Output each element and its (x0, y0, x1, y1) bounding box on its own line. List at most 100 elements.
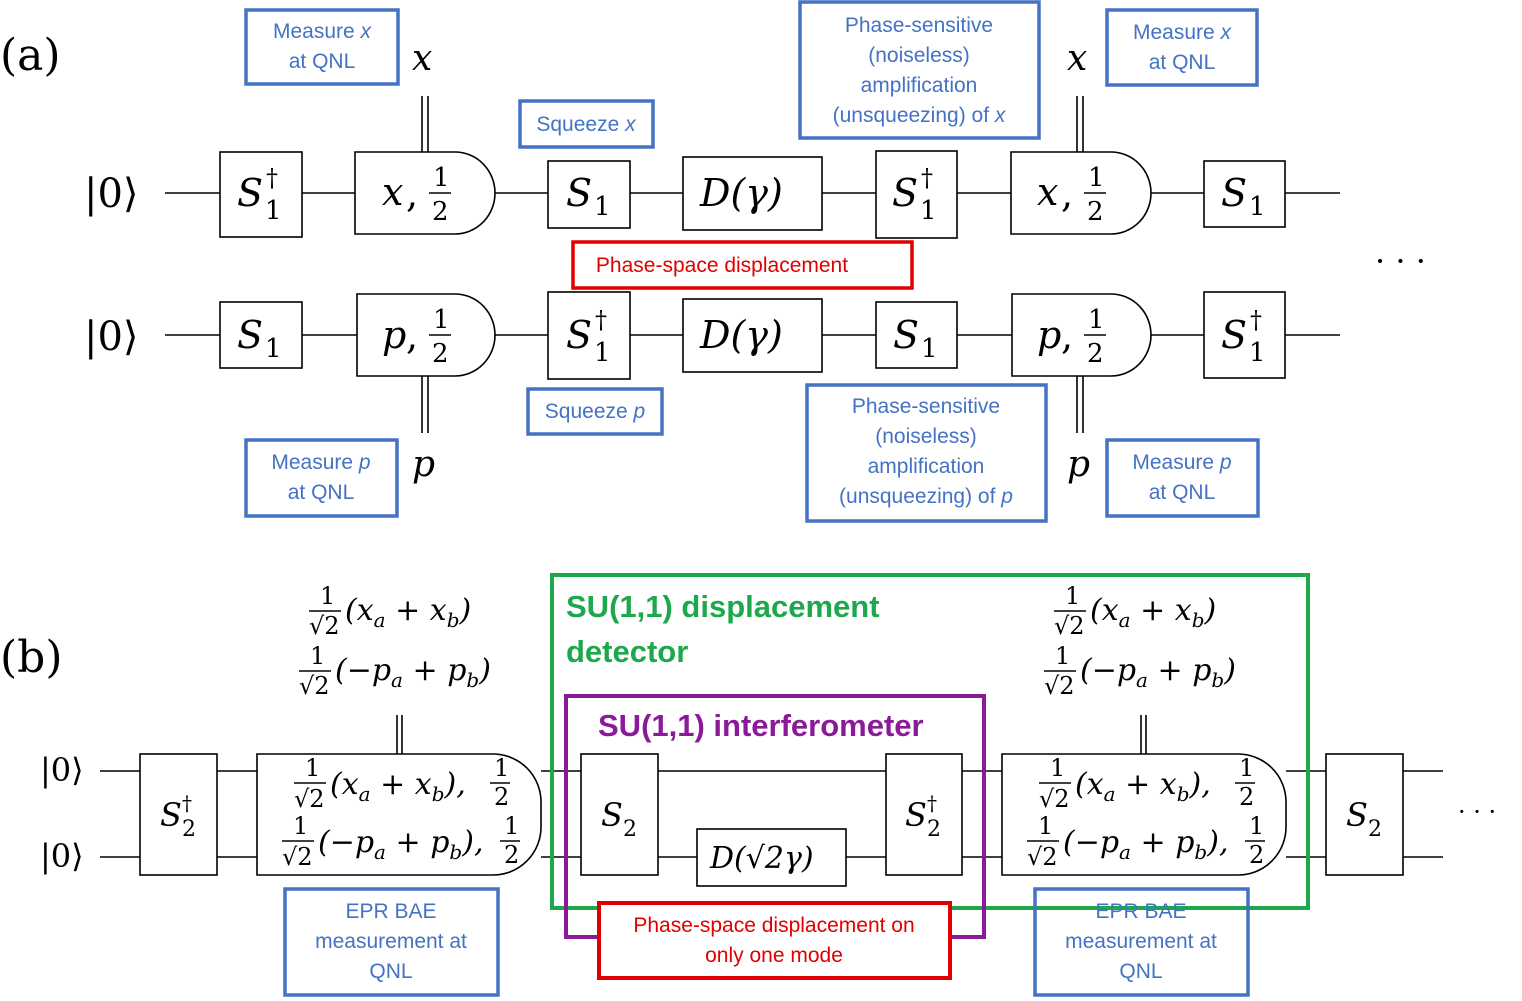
ket-top-b: |0⟩ (40, 751, 84, 789)
svg-text:1: 1 (594, 192, 611, 222)
gate-measure-p-1: p , 1 2 (356, 293, 496, 377)
output-label-b-1: 1 √2 (xa + xb) 1 √2 (−pa + pb) (299, 582, 491, 700)
gate-displacement-bottom: D(γ) (682, 298, 823, 373)
svg-text:†: † (1250, 306, 1262, 334)
classical-wire-b-1 (396, 715, 403, 754)
svg-text:p: p (1037, 313, 1061, 357)
svg-text:QNL: QNL (1119, 960, 1162, 983)
svg-text:(xa + xb): (xa + xb) (345, 593, 471, 632)
svg-text:†: † (266, 164, 278, 192)
gate-s2-dagger-middle: S 2 † (885, 753, 963, 876)
svg-text:1: 1 (1050, 754, 1065, 782)
panel-b-label: (b) (0, 632, 63, 683)
svg-text:√2: √2 (1044, 672, 1075, 700)
svg-text:,: , (406, 314, 418, 358)
svg-text:at QNL: at QNL (1149, 51, 1216, 74)
svg-text:2: 2 (504, 841, 519, 869)
svg-text:D(√2γ): D(√2γ) (709, 841, 814, 876)
su11-displacement-detector-box: SU(1,1) displacement detector (550, 573, 1310, 910)
annotation-phase-sensitive-x: Phase-sensitive (noiseless) amplificatio… (798, 0, 1041, 140)
svg-text:1: 1 (921, 334, 938, 364)
svg-text:x: x (382, 170, 403, 214)
svg-text:(xa + xb),: (xa + xb), (1075, 767, 1211, 806)
svg-text:1: 1 (920, 196, 937, 226)
svg-text:S: S (566, 313, 592, 357)
svg-text:D(γ): D(γ) (699, 171, 783, 215)
svg-text:(unsqueezing) of x: (unsqueezing) of x (833, 104, 1007, 127)
svg-text:(unsqueezing) of p: (unsqueezing) of p (839, 485, 1013, 508)
annotation-epr-bae-2: EPR BAE measurement at QNL (1033, 887, 1250, 997)
gate-displacement-sqrt2: D(√2γ) (696, 828, 847, 887)
svg-text:(−pa + pb),: (−pa + pb), (318, 825, 483, 864)
svg-text:Measure x: Measure x (1133, 21, 1233, 44)
svg-text:Squeeze x: Squeeze x (536, 113, 637, 136)
svg-text:Measure x: Measure x (273, 20, 373, 43)
svg-text:2: 2 (1239, 783, 1254, 811)
ket-top-a: |0⟩ (84, 171, 139, 217)
svg-text:2: 2 (1368, 817, 1382, 842)
svg-text:1: 1 (1249, 812, 1264, 840)
svg-text:1: 1 (293, 812, 308, 840)
svg-text:,: , (1061, 314, 1073, 358)
svg-text:S: S (160, 796, 182, 834)
svg-text:2: 2 (432, 197, 449, 227)
svg-text:S: S (892, 171, 918, 215)
svg-text:√2: √2 (282, 843, 313, 871)
gate-measure-x-2: x , 1 2 (1010, 151, 1152, 235)
svg-text:(noiseless): (noiseless) (868, 44, 970, 67)
panel-a: (a) |0⟩ |0⟩ (0, 0, 1426, 523)
svg-text:measurement at: measurement at (315, 930, 467, 953)
svg-text:1: 1 (433, 305, 450, 335)
svg-text:1: 1 (1065, 582, 1080, 610)
svg-text:EPR BAE: EPR BAE (1095, 900, 1186, 923)
gate-epr-measurement-1: 1 √2 (xa + xb), 1 2 1 √2 (−pa + pb), 1 2 (256, 753, 542, 876)
svg-text:√2: √2 (1039, 785, 1070, 813)
svg-text:measurement at: measurement at (1065, 930, 1217, 953)
svg-text:Phase-space displacement on: Phase-space displacement on (633, 914, 914, 937)
svg-text:√2: √2 (299, 672, 330, 700)
svg-text:√2: √2 (294, 785, 325, 813)
svg-text:2: 2 (432, 339, 449, 369)
svg-text:Phase-sensitive: Phase-sensitive (845, 14, 993, 37)
svg-text:Measure p: Measure p (271, 451, 370, 474)
annotation-measure-p-1: Measure p at QNL (244, 438, 399, 518)
output-label-b-2: 1 √2 (xa + xb) 1 √2 (−pa + pb) (1044, 582, 1236, 700)
panel-b: (b) |0⟩ |0⟩ (0, 573, 1496, 997)
svg-text:1: 1 (433, 163, 450, 193)
svg-text:†: † (595, 306, 607, 334)
gate-s2-right: S 2 (1325, 753, 1404, 876)
gate-s1-dagger-bottom-2: S 1 † (1203, 291, 1286, 379)
annotation-phase-space-displacement: Phase-space displacement (571, 240, 914, 290)
svg-text:2: 2 (1087, 197, 1104, 227)
svg-text:only one mode: only one mode (705, 944, 843, 967)
svg-text:at QNL: at QNL (288, 481, 355, 504)
svg-text:(xa + xb),: (xa + xb), (330, 767, 466, 806)
svg-text:√2: √2 (1027, 843, 1058, 871)
svg-text:1: 1 (265, 196, 282, 226)
gate-s1-top-1: S 1 (547, 160, 631, 229)
svg-text:2: 2 (623, 817, 637, 842)
svg-text:SU(1,1) interferometer: SU(1,1) interferometer (598, 708, 924, 743)
x-symbol-1: x (412, 38, 432, 79)
svg-text:Phase-space displacement: Phase-space displacement (596, 254, 848, 277)
svg-text:(xa + xb): (xa + xb) (1090, 593, 1216, 632)
classical-wire-x-2 (1076, 96, 1084, 152)
svg-text:1: 1 (305, 754, 320, 782)
svg-text:(−pa + pb),: (−pa + pb), (1063, 825, 1228, 864)
svg-text:2: 2 (1249, 841, 1264, 869)
gate-s1-bottom-1: S 1 (219, 301, 303, 369)
x-symbol-2: x (1067, 38, 1087, 79)
svg-text:1: 1 (504, 812, 519, 840)
svg-text:1: 1 (1055, 642, 1070, 670)
svg-text:SU(1,1) displacement: SU(1,1) displacement (566, 589, 880, 624)
ellipsis-a: · · · (1375, 242, 1426, 280)
svg-text:amplification: amplification (868, 455, 985, 478)
svg-text:Phase-sensitive: Phase-sensitive (852, 395, 1000, 418)
svg-text:S: S (1221, 313, 1247, 357)
svg-text:Squeeze p: Squeeze p (545, 400, 645, 423)
svg-text:at QNL: at QNL (289, 50, 356, 73)
annotation-measure-p-2: Measure p at QNL (1105, 438, 1260, 518)
svg-text:√2: √2 (309, 612, 340, 640)
svg-text:1: 1 (594, 338, 611, 368)
p-symbol-1: p (412, 444, 435, 485)
